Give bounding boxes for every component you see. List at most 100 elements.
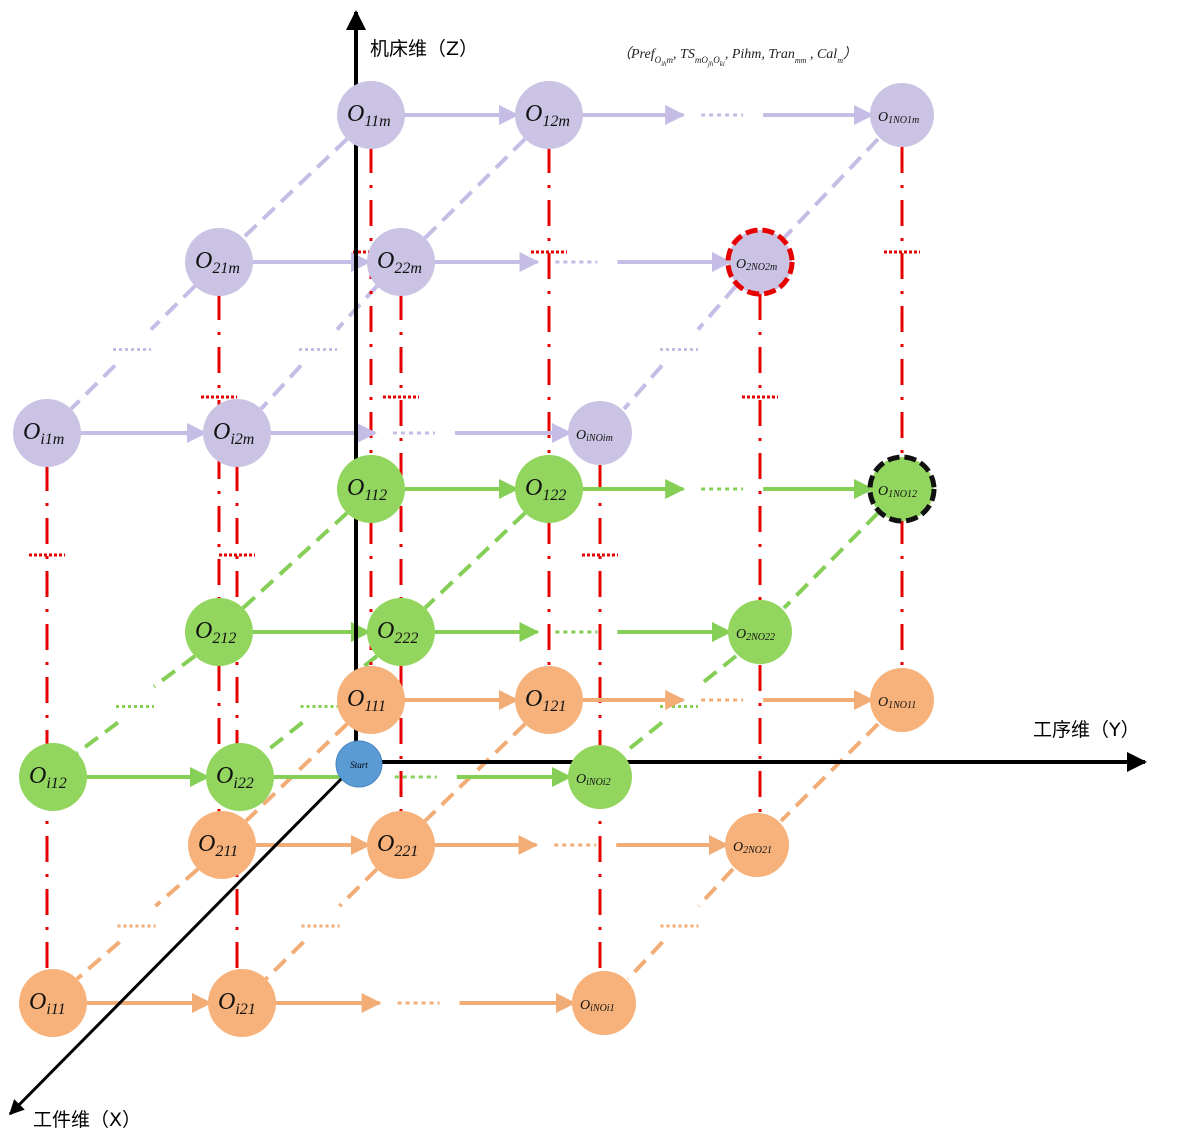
node-O12m: O12m [515,81,583,149]
node-circle [728,600,792,664]
depth-O221-ellipsis [338,867,379,908]
depth-O2NO21-ellipsis [697,867,735,908]
depth-O122-O222 [423,511,527,610]
formula-ts-sub: mO [695,55,708,65]
node-label: O222 [377,618,418,647]
node-O211: O211 [188,811,256,879]
node-OiNOim: OiNOim [568,401,632,465]
node-circle [337,666,405,734]
node-label-base: O [377,831,394,857]
node-label: O121 [525,686,566,715]
node-label: O22m [377,248,422,277]
node-label-sub: 121 [542,698,566,715]
node-label-base: O [525,475,542,501]
node-label-base: O [347,101,364,127]
node-label-base: O [195,248,212,274]
node-label: Oi21 [218,989,256,1018]
node-label-base: O [377,618,394,644]
node-circle [515,455,583,523]
node-label-base: O [576,428,586,443]
node-label-sub: 112 [364,487,387,504]
depth-O212-ellipsis [152,654,197,689]
node-OiNOi1: OiNOi1 [572,971,636,1035]
node-label-base: O [878,110,888,125]
node-label: O21m [195,248,240,277]
node-label-base: O [195,618,212,644]
node-label-sub: i11 [46,1001,65,1018]
depth-O11m-O21m [241,137,349,240]
depth-ellipsis-Oi12 [75,720,120,755]
node-label: O1NO12 [878,484,917,500]
node-O11m: O11m [337,81,405,149]
node-label-sub: 1NO11 [888,700,916,711]
formula-ts-subsub2: ki [720,60,725,68]
formula-pref-sub2: m [667,55,674,65]
axes [8,10,1147,1116]
node-circle [19,743,87,811]
node-label: Oi22 [216,763,254,792]
node-label-sub: 111 [364,698,386,715]
node-O112: O112 [337,455,405,523]
node-label-base: O [216,763,233,789]
node-circle [337,455,405,523]
node-circle [188,811,256,879]
node-label-sub: 2NO2m [746,262,777,273]
node-label: O2NO22 [736,627,775,643]
depth-O211-ellipsis [154,867,200,908]
node-label-sub: iNOim [586,433,613,444]
node-label-sub: 11m [364,113,390,130]
node-label-sub: i22 [233,775,253,792]
node-circle [515,666,583,734]
node-label-sub: 221 [394,843,418,860]
node-O212: O212 [185,598,253,666]
depth-ellipsis-Oi1m [69,364,117,411]
node-circle [568,401,632,465]
node-circle [19,969,87,1037]
start-node: Start [335,740,383,788]
node-label-base: O [878,695,888,710]
x-axis [8,762,358,1116]
node-circle [870,83,934,147]
node-label: O2NO2m [736,257,777,273]
node-label-sub: i2m [230,431,254,448]
node-Oi2m: Oi2m [203,399,271,467]
node-O2NO2m: O2NO2m [725,227,795,297]
node-circle [870,668,934,732]
node-label: O221 [377,831,418,860]
node-Oi12: Oi12 [19,743,87,811]
formula-tran: Tran [768,47,794,62]
node-circle [208,969,276,1037]
formula-pihm: Pihm [731,47,762,62]
formula-cal: Cal [817,47,837,62]
node-label: O1NO1m [878,110,919,126]
node-label: O111 [347,686,386,715]
node-circle [725,227,795,297]
node-circle [337,81,405,149]
formula-pref-sub: O [655,55,662,65]
node-label: O122 [525,475,566,504]
depth-O112-O212 [241,511,349,610]
node-label: Oi2m [213,419,254,448]
depth-O1NO11-O2NO21 [779,722,880,823]
node-label-sub: 21m [212,260,240,277]
depth-O1NO12-O2NO22 [782,511,880,610]
depth-O21m-ellipsis [149,284,197,331]
formula-annotation: （PrefOihm, TSmOjhOki, Pihm, Tranmm , Cal… [617,46,857,68]
node-O21m: O21m [185,228,253,296]
node-O1NO1m: O1NO1m [870,83,934,147]
depth-ellipsis-OiNOi2 [622,720,664,755]
horizontal-edges [79,105,874,1013]
node-label-base: O [29,989,46,1015]
node-circle [185,228,253,296]
node-O122: O122 [515,455,583,523]
ellipsis-marks [29,250,920,557]
node-label-base: O [733,840,743,855]
node-label-base: O [580,998,590,1013]
node-label: O211 [198,831,238,860]
node-label-base: O [23,419,40,445]
depth-ellipsis-Oi22 [262,720,304,755]
node-label-sub: i21 [235,1001,255,1018]
node-circle [725,813,789,877]
